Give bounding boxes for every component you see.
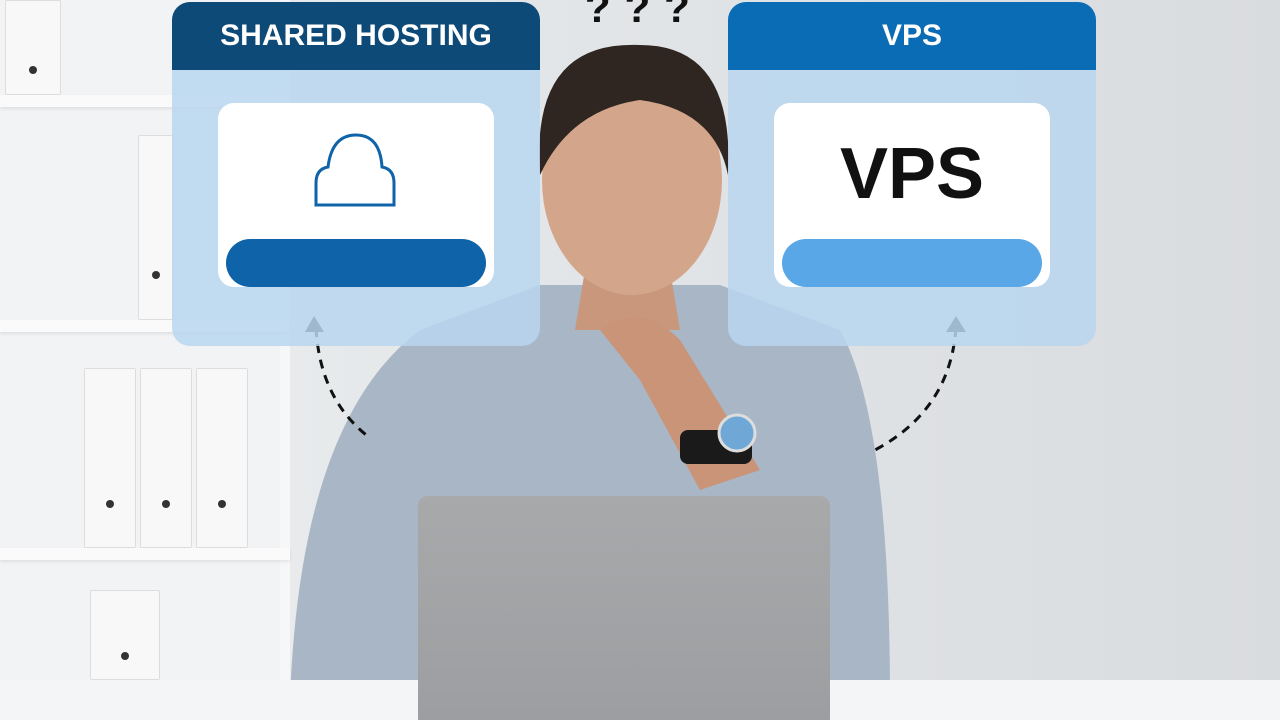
watch-face <box>717 413 757 453</box>
face <box>542 65 722 295</box>
dashed-arrow-left <box>314 327 371 440</box>
vps-card: VPS VPS <box>728 2 1096 346</box>
hair <box>539 44 729 175</box>
binder <box>196 368 248 548</box>
binder <box>138 135 174 320</box>
progress-bar <box>226 239 486 287</box>
binder <box>84 368 136 548</box>
binder <box>5 0 61 95</box>
box <box>90 590 160 680</box>
question-marks: ??? <box>585 0 704 31</box>
shared-hosting-card: SHARED HOSTING <box>172 2 540 346</box>
card-header: SHARED HOSTING <box>172 2 540 70</box>
shelf-board <box>0 548 290 560</box>
card-panel <box>218 103 494 287</box>
progress-bar <box>782 239 1042 287</box>
card-header: VPS <box>728 2 1096 70</box>
laptop <box>418 496 830 720</box>
binder <box>140 368 192 548</box>
dashed-arrow-right <box>874 327 958 452</box>
cloud-icon <box>314 133 396 207</box>
card-panel: VPS <box>774 103 1050 287</box>
vps-label: VPS <box>839 134 985 214</box>
